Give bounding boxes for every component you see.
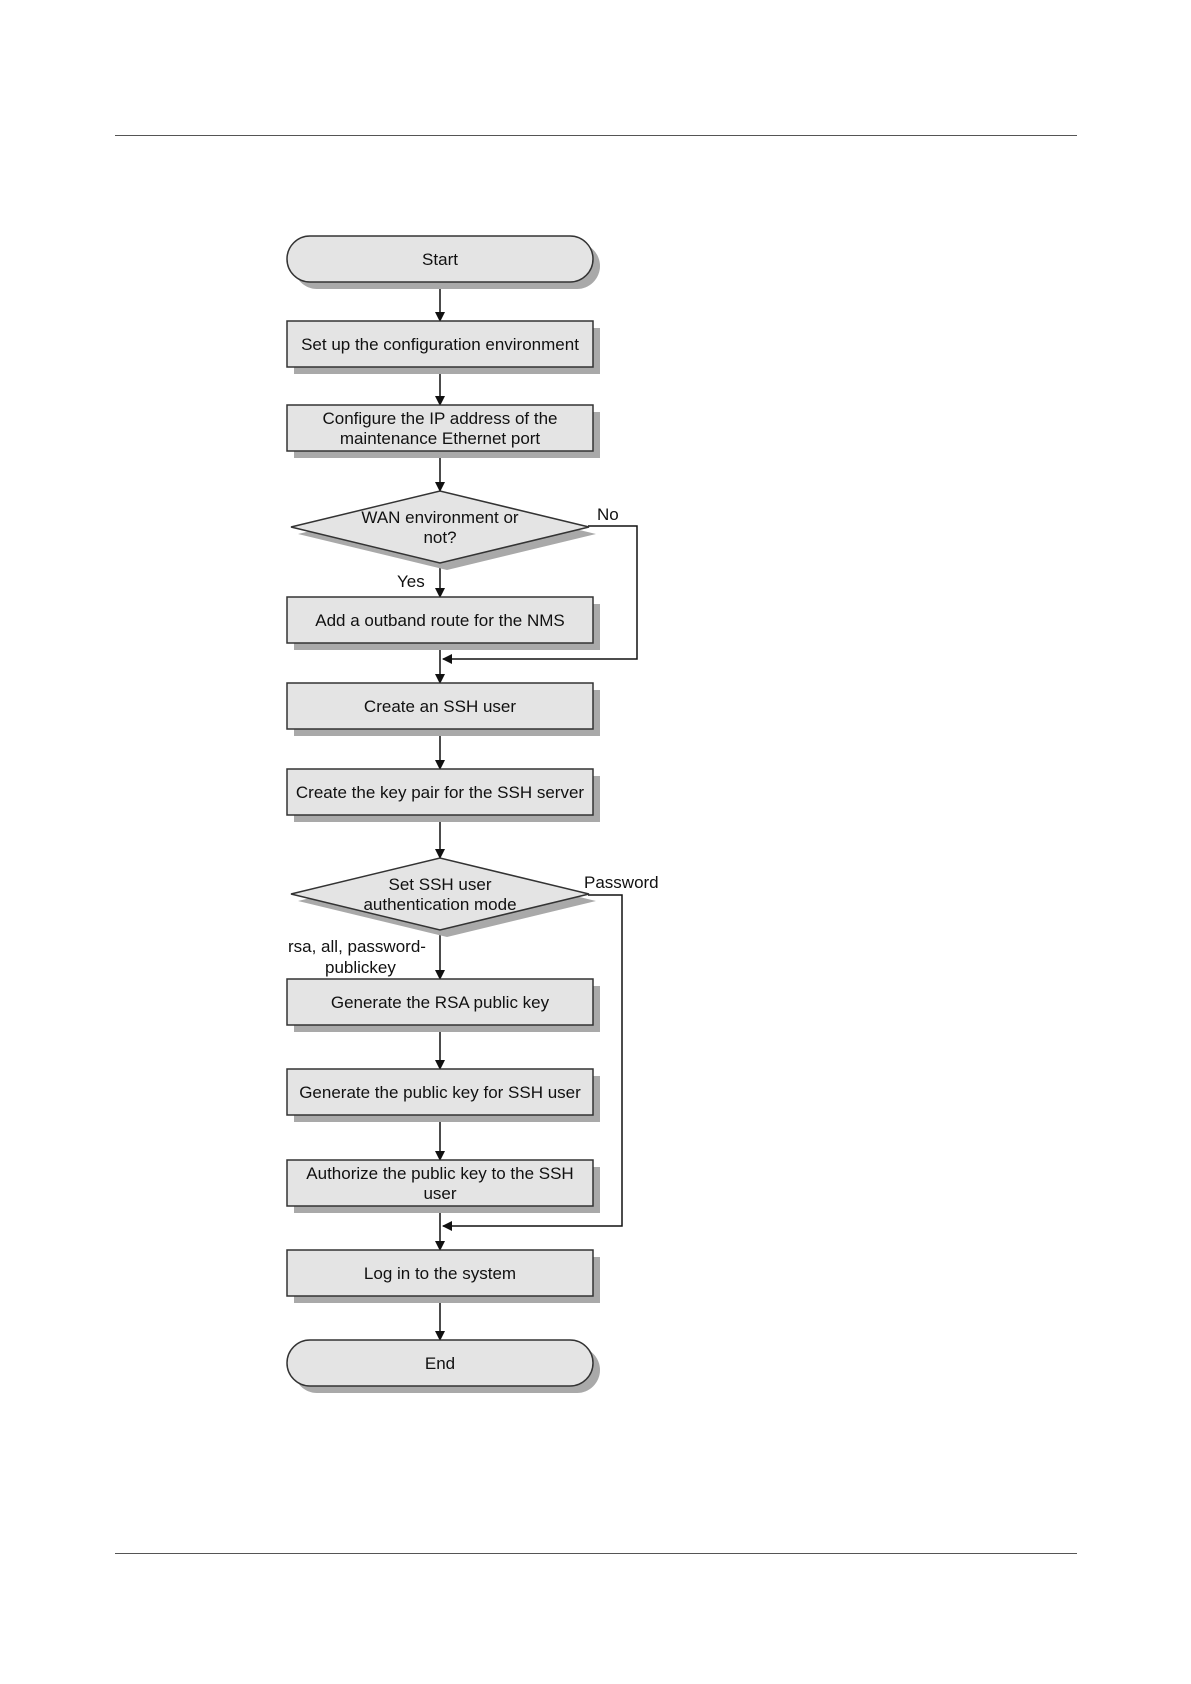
connectors	[435, 281, 638, 1341]
node-label: authentication mode	[363, 895, 516, 914]
node-label: Add a outband route for the NMS	[315, 611, 565, 630]
node-label: Generate the public key for SSH user	[299, 1083, 581, 1102]
footer-rule	[115, 1553, 1077, 1554]
node-gen-user-key: Generate the public key for SSH user	[286, 1068, 600, 1122]
node-configure-ip: Configure the IP address of themaintenan…	[286, 404, 600, 458]
process-box	[286, 768, 594, 816]
node-label: End	[425, 1354, 455, 1373]
node-setup-env: Set up the configuration environment	[286, 320, 600, 374]
node-label: not?	[423, 528, 456, 547]
node-label: Create an SSH user	[364, 697, 516, 716]
terminator-shape	[286, 235, 594, 283]
node-add-route: Add a outband route for the NMS	[286, 596, 600, 650]
process-box	[286, 1068, 594, 1116]
decision-shape	[290, 857, 590, 931]
node-label: WAN environment or	[361, 508, 518, 527]
node-label: Set up the configuration environment	[301, 335, 579, 354]
process-box	[286, 404, 594, 452]
label-wan-no: No	[597, 505, 619, 524]
process-box	[286, 596, 594, 644]
node-label: Log in to the system	[364, 1264, 516, 1283]
node-label: Create the key pair for the SSH server	[296, 783, 585, 802]
node-label: Generate the RSA public key	[331, 993, 550, 1012]
edge-labels: No Yes Password rsa, all, password- publ…	[288, 505, 659, 977]
node-login: Log in to the system	[286, 1249, 600, 1303]
node-label: Start	[422, 250, 458, 269]
decision-shape	[290, 490, 590, 564]
terminator-shape	[286, 1339, 594, 1387]
process-box	[286, 1249, 594, 1297]
edge-wan-no-to-merge	[442, 525, 638, 664]
process-box	[286, 1159, 594, 1207]
node-end: End	[286, 1339, 600, 1393]
node-start: Start	[286, 235, 600, 289]
edge-auth-password-to-merge	[442, 894, 623, 1231]
node-gen-rsa: Generate the RSA public key	[286, 978, 600, 1032]
label-auth-other-line2: publickey	[325, 958, 396, 977]
node-label: Configure the IP address of the	[322, 409, 557, 428]
node-label: user	[423, 1184, 456, 1203]
label-wan-yes: Yes	[397, 572, 425, 591]
node-label: maintenance Ethernet port	[340, 429, 541, 448]
node-label: Set SSH user	[389, 875, 492, 894]
label-auth-password: Password	[584, 873, 659, 892]
process-box	[286, 682, 594, 730]
header-rule	[115, 135, 1077, 136]
node-create-keypair: Create the key pair for the SSH server	[286, 768, 600, 822]
node-label: Authorize the public key to the SSH	[306, 1164, 573, 1183]
label-auth-other-line1: rsa, all, password-	[288, 937, 426, 956]
node-create-user: Create an SSH user	[286, 682, 600, 736]
process-box	[286, 320, 594, 368]
process-box	[286, 978, 594, 1026]
